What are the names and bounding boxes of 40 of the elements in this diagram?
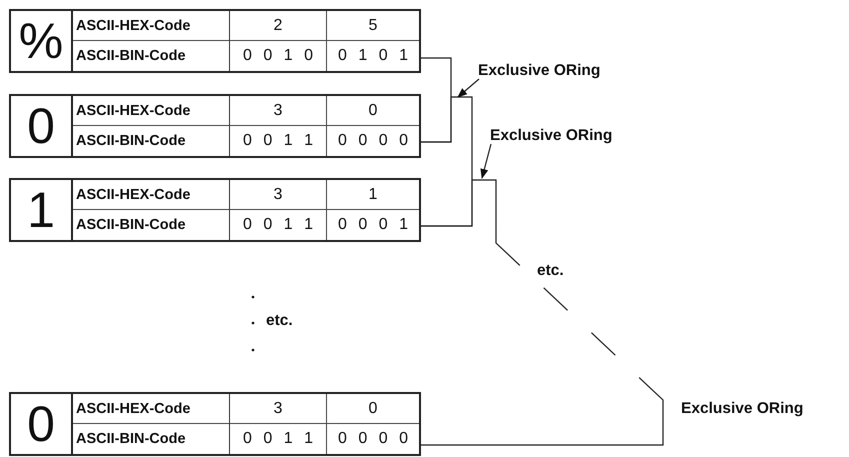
- leader-arrow: [480, 144, 492, 179]
- hex-value-cell: 3: [230, 96, 327, 126]
- continuation-note: etc.: [537, 262, 564, 280]
- annotation-text: Exclusive ORing: [478, 62, 600, 80]
- annotation-text: Exclusive ORing: [490, 127, 612, 145]
- binary-value-cell-text: 0 1 0 1: [337, 46, 409, 66]
- character-cell: %: [11, 11, 73, 71]
- hex-value-cell: 3: [230, 180, 327, 210]
- character-cell: 0: [11, 96, 73, 156]
- code-table: [9, 392, 421, 456]
- bracket-line: [421, 179, 664, 446]
- annotation-text: Exclusive ORing: [681, 400, 804, 418]
- row-header-cell: ASCII-HEX-Code: [73, 96, 230, 126]
- binary-value-cell: 0 0 1 1: [230, 424, 327, 454]
- code-table: [9, 94, 421, 158]
- row-header-cell: ASCII-HEX-Code: [73, 180, 230, 210]
- binary-value-cell-text: 0 0 0 0: [337, 131, 409, 151]
- leader-arrow: [457, 78, 480, 98]
- character-cell: 1: [11, 180, 73, 240]
- binary-value-cell-text: 0 0 0 0: [337, 429, 409, 449]
- hex-value-cell: 3: [230, 394, 327, 424]
- row-header-cell: ASCII-HEX-Code: [73, 394, 230, 424]
- character-cell: 0: [11, 394, 73, 454]
- row-header-cell: ASCII-BIN-Code: [73, 126, 230, 156]
- binary-value-cell-text: 0 0 0 1: [337, 215, 409, 235]
- row-header-cell: ASCII-BIN-Code: [73, 424, 230, 454]
- hex-value-cell: 2: [230, 11, 327, 41]
- hex-value-cell: 0: [327, 96, 419, 126]
- row-header-cell: ASCII-BIN-Code: [73, 41, 230, 71]
- hex-value-cell: 5: [327, 11, 419, 41]
- row-header-cell: ASCII-HEX-Code: [73, 11, 230, 41]
- code-table: [9, 178, 421, 242]
- hex-value-cell: 0: [327, 394, 419, 424]
- binary-value-cell: 0 0 1 1: [230, 126, 327, 156]
- row-header-cell: ASCII-BIN-Code: [73, 210, 230, 240]
- binary-value-cell: 0 0 1 1: [230, 210, 327, 240]
- continuation-note: etc.: [266, 312, 293, 330]
- binary-value-cell: 0 0 1 0: [230, 41, 327, 71]
- hex-value-cell: 1: [327, 180, 419, 210]
- code-table: [9, 9, 421, 73]
